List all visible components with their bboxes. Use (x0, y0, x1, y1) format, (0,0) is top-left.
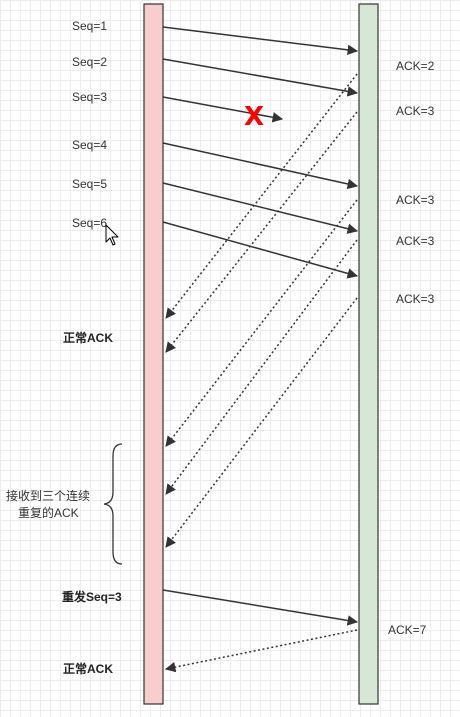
ack-label-2: ACK=3 (396, 104, 435, 118)
arrow-seq-2 (162, 58, 359, 97)
normal-ack-note-1: 正常ACK (63, 330, 113, 345)
seq-label-3: Seq=3 (72, 90, 107, 104)
triple-dup-ack-note-line-2: 重复的ACK (18, 505, 79, 520)
packet-lost-mark: X (244, 102, 264, 132)
curly-brace (103, 443, 123, 565)
arrow-ack-7 (164, 629, 358, 673)
arrow-ack-3-dup-2 (165, 239, 358, 495)
ack-arrows (164, 73, 358, 673)
seq-label-6: Seq=6 (72, 216, 107, 230)
triple-dup-ack-note-line-1: 接收到三个连续 (6, 488, 90, 503)
ack-label-7: ACK=7 (388, 623, 427, 637)
seq-label-4: Seq=4 (72, 138, 107, 152)
arrow-resend-seq-3 (162, 589, 359, 626)
ack-label-1: ACK=2 (396, 59, 435, 73)
arrow-seq-1 (162, 26, 359, 56)
arrow-ack-2 (165, 73, 358, 319)
arrow-seq-3-lost (162, 96, 284, 123)
receiver-lifeline (358, 3, 379, 705)
data-segment-arrows (162, 26, 359, 626)
arrow-ack-3-dup-3 (165, 297, 358, 548)
ack-label-3: ACK=3 (396, 193, 435, 207)
arrow-seq-5 (162, 182, 359, 234)
sender-lifeline (143, 3, 164, 705)
seq-label-1: Seq=1 (72, 19, 107, 33)
mouse-cursor-icon (105, 224, 119, 246)
resend-seq-3-note: 重发Seq=3 (62, 589, 122, 604)
arrow-seq-6 (162, 221, 359, 279)
arrow-seq-4 (162, 142, 359, 190)
ack-label-4: ACK=3 (396, 234, 435, 248)
normal-ack-note-2: 正常ACK (63, 661, 113, 676)
arrow-ack-3-first (165, 111, 358, 353)
arrow-ack-3-dup-1 (165, 199, 358, 447)
seq-label-2: Seq=2 (72, 55, 107, 69)
ack-label-5: ACK=3 (396, 292, 435, 306)
seq-label-5: Seq=5 (72, 177, 107, 191)
